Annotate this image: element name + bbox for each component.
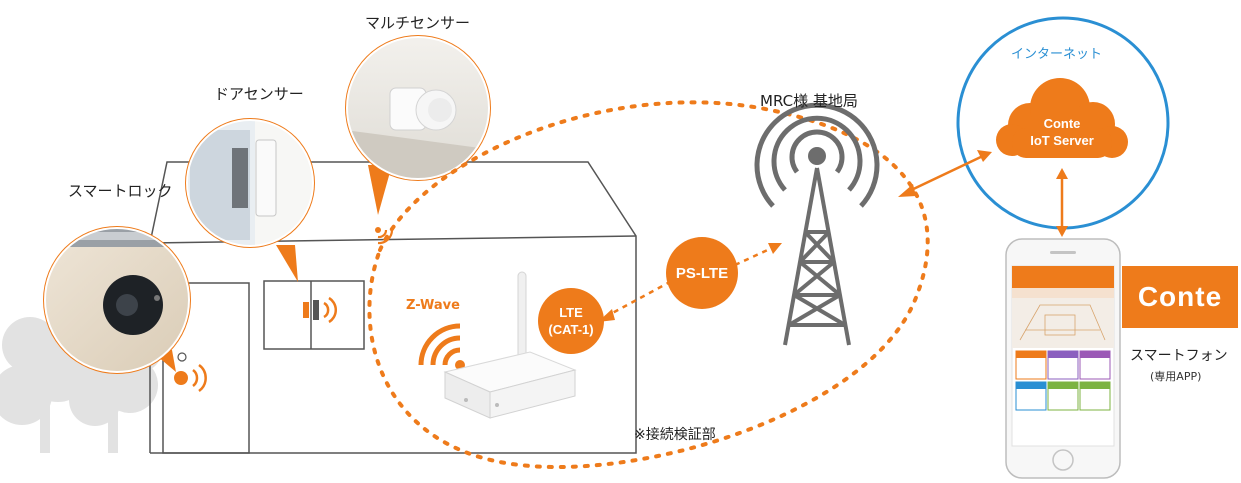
multi-sensor-label: マルチセンサー	[365, 14, 471, 32]
smartphone-app	[1005, 238, 1121, 479]
zwave-label: Z-Wave	[406, 298, 460, 313]
verification-note: ※接続検証部	[634, 427, 716, 443]
cell-tower-icon	[754, 102, 880, 346]
multi-signal-icon	[375, 227, 394, 245]
conte-logo: Conte	[1122, 266, 1238, 328]
door-sensor-label: ドアセンサー	[214, 85, 304, 103]
cloud-server-label: Conte IoT Server	[1012, 115, 1112, 149]
lte-line-2: (CAT-1)	[548, 322, 594, 337]
smartphone-sub-label: (専用APP)	[1150, 370, 1202, 383]
door-signal-icon	[303, 296, 338, 324]
smartphone-label: スマートフォン	[1130, 348, 1228, 364]
ps-lte-bubble: PS-LTE	[666, 237, 738, 309]
smart-lock-label: スマートロック	[68, 182, 173, 200]
lock-signal-icon	[174, 363, 207, 393]
verification-boundary	[367, 100, 930, 470]
lte-line-1: LTE	[559, 305, 583, 320]
cloud-icon	[996, 78, 1128, 158]
zwave-waves-icon	[418, 323, 465, 370]
cloud-line-2: IoT Server	[1030, 133, 1094, 148]
smart-lock-photo	[45, 228, 189, 372]
lte-bubble: LTE (CAT-1)	[538, 288, 604, 354]
base-station-label: MRC様 基地局	[760, 92, 858, 110]
gateway-device	[443, 271, 577, 419]
internet-label: インターネット	[1011, 47, 1103, 62]
cloud-line-1: Conte	[1043, 116, 1081, 131]
